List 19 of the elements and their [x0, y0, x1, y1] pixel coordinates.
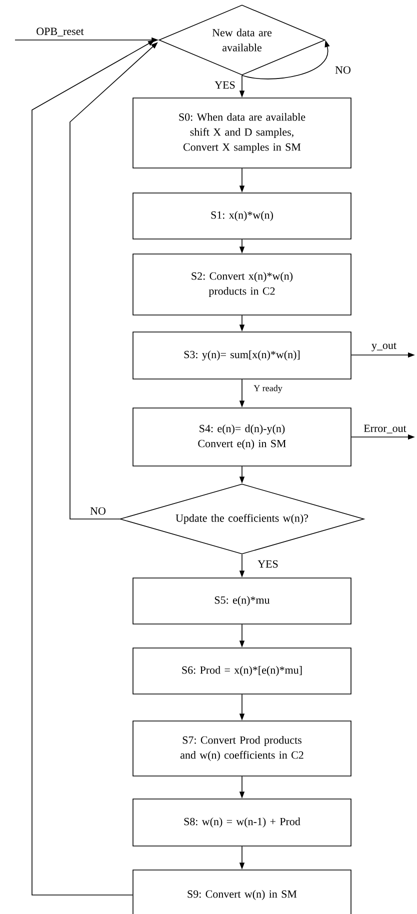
edge-label: YES: [256, 559, 280, 569]
edge-label: Error_out: [362, 424, 408, 434]
edge-label: OPB_reset: [35, 26, 85, 38]
process-box: S0: When data are available shift X and D samples, Convert X samples in SM: [132, 98, 352, 168]
process-box: S1: x(n)*w(n): [132, 192, 352, 240]
process-box: S7: Convert Prod products and w(n) coefficients in C2: [132, 720, 352, 776]
process-box: S5: e(n)*mu: [132, 578, 352, 624]
process-box: S8: w(n) = w(n-1) + Prod: [132, 798, 352, 846]
process-box: S2: Convert x(n)*w(n) products in C2: [132, 254, 352, 316]
process-box: S3: y(n)= sum[x(n)*w(n)]: [132, 332, 352, 380]
process-box: S4: e(n)= d(n)-y(n) Convert e(n) in SM: [132, 408, 352, 466]
arrow: [70, 42, 158, 520]
edge-label: NO: [89, 506, 107, 516]
edge-label: y_out: [370, 342, 398, 352]
edge-label: Y ready: [252, 384, 284, 394]
edge-label: NO: [334, 65, 352, 75]
edge-label: YES: [214, 80, 236, 90]
process-box: S9: Convert w(n) in SM: [132, 870, 352, 914]
process-box: S6: Prod = x(n)*[e(n)*mu]: [132, 648, 352, 694]
